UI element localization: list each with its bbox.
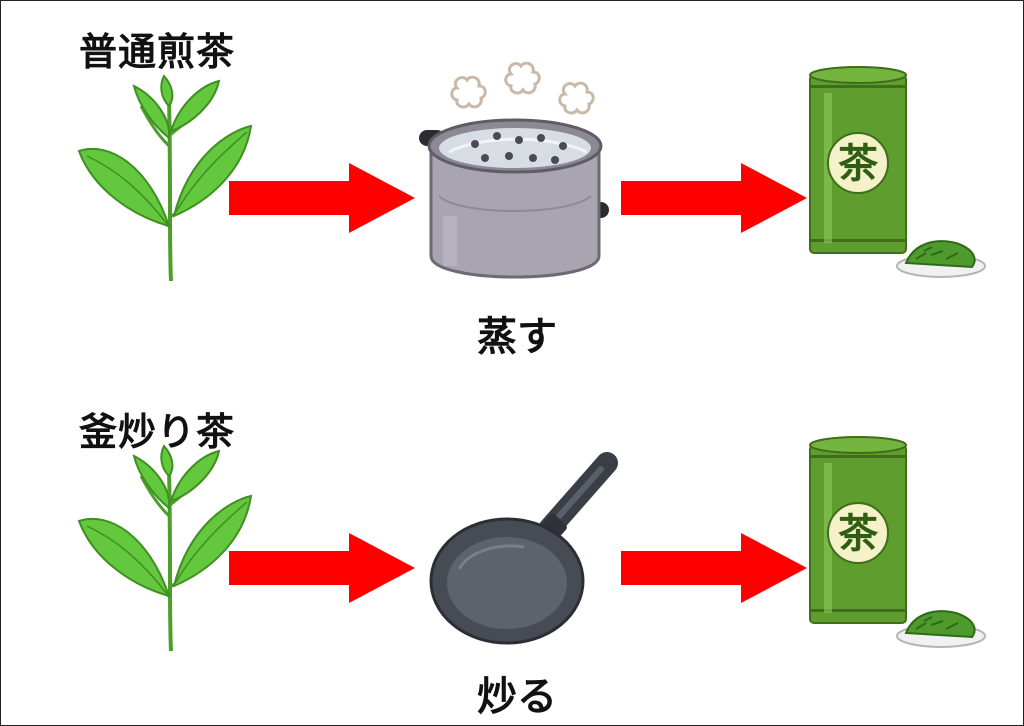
tea-can-label: 茶 [838, 511, 879, 557]
row2-title: 釜炒り茶 [79, 410, 236, 454]
process-label-steam: 蒸す [477, 314, 557, 360]
steamer-pot-icon [419, 61, 609, 279]
tea-plant-icon [77, 74, 253, 282]
arrow-right-icon [621, 533, 807, 603]
tea-can-icon: 茶 [809, 66, 986, 278]
arrow-right-icon [621, 163, 807, 233]
row1-title: 普通煎茶 [79, 30, 236, 74]
tea-can-label: 茶 [838, 141, 879, 187]
tea-can-icon: 茶 [809, 436, 986, 648]
tea-plant-icon [77, 444, 253, 652]
frying-pan-icon [429, 452, 618, 645]
arrow-right-icon [229, 533, 415, 603]
process-label-roast: 炒る [477, 674, 557, 720]
arrow-right-icon [229, 163, 415, 233]
